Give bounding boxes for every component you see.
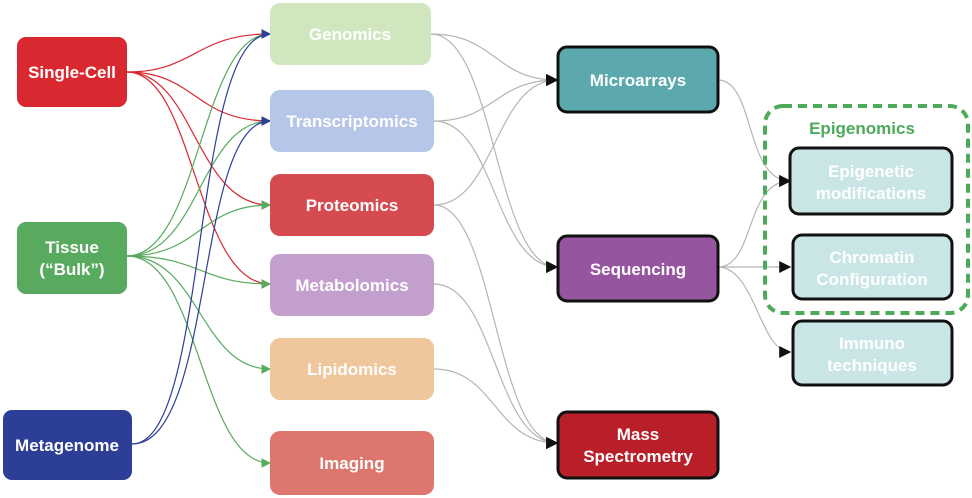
node-immuno-label-line2: techniques (827, 356, 917, 375)
node-metabolomics-label: Metabolomics (295, 276, 408, 295)
node-immuno-techniques: Immuno techniques (791, 319, 954, 387)
node-tissue-label-line2: (“Bulk”) (39, 260, 104, 279)
node-metagenome-label: Metagenome (15, 436, 119, 455)
node-mass-spec-label-line1: Mass (617, 425, 660, 444)
edges-technologies (430, 33, 792, 449)
node-microarrays-label: Microarrays (590, 71, 686, 90)
epigenomics-title: Epigenomics (809, 119, 915, 138)
edge-metagenome-genomics (131, 29, 271, 445)
node-epigenetic-modifications: Epigenetic modifications (788, 146, 954, 216)
node-genomics: Genomics (270, 3, 431, 65)
node-transcriptomics-label: Transcriptomics (286, 112, 417, 131)
node-imaging-label: Imaging (319, 454, 384, 473)
edge-metagenome-transcriptomics (131, 116, 271, 445)
node-metabolomics: Metabolomics (270, 254, 434, 316)
edge-single-cell-genomics (126, 29, 271, 73)
edge-transcriptomics-sequencing (433, 120, 559, 273)
edge-tissue-metabolomics (126, 255, 271, 289)
node-proteomics: Proteomics (270, 174, 434, 236)
edges-metagenome (131, 29, 271, 445)
node-immuno-label-line1: Immuno (839, 334, 905, 353)
edge-sequencing-epigenetic (717, 175, 792, 268)
node-imaging: Imaging (270, 431, 434, 495)
edge-tissue-genomics (126, 29, 271, 257)
node-metagenome: Metagenome (3, 410, 132, 480)
edges-single-cell (126, 29, 271, 289)
node-chromatin-label-line2: Configuration (816, 270, 927, 289)
node-microarrays: Microarrays (556, 45, 720, 114)
edge-metabolomics-mass-spec (433, 283, 559, 449)
node-tissue-label-line1: Tissue (45, 238, 99, 257)
node-single-cell: Single-Cell (17, 37, 127, 107)
node-mass-spectrometry: Mass Spectrometry (556, 410, 720, 480)
edge-single-cell-metabolomics (126, 71, 271, 289)
edge-single-cell-transcriptomics (126, 71, 271, 126)
node-sequencing-label: Sequencing (590, 260, 686, 279)
edge-sequencing-immuno (717, 266, 792, 358)
edge-tissue-imaging (126, 255, 271, 468)
node-lipidomics-label: Lipidomics (307, 360, 397, 379)
edge-microarrays-epigenetic (717, 79, 792, 187)
edge-tissue-proteomics (126, 200, 271, 257)
edge-lipidomics-mass-spec (433, 368, 559, 449)
edge-genomics-microarrays (430, 33, 559, 86)
edge-proteomics-microarrays (433, 74, 559, 206)
edge-tissue-lipidomics (126, 255, 271, 374)
edges-tissue (126, 29, 271, 468)
node-sequencing: Sequencing (556, 234, 720, 303)
epigenomics-group (763, 104, 970, 315)
edge-transcriptomics-microarrays (433, 74, 559, 122)
edge-single-cell-proteomics (126, 71, 271, 210)
node-single-cell-label: Single-Cell (28, 63, 116, 82)
edge-tissue-transcriptomics (126, 116, 271, 257)
node-tissue: Tissue (“Bulk”) (17, 222, 127, 294)
edge-proteomics-mass-spec (433, 204, 559, 449)
edge-genomics-sequencing (430, 33, 559, 273)
node-lipidomics: Lipidomics (270, 338, 434, 400)
node-epigenetic-label-line1: Epigenetic (828, 162, 914, 181)
node-transcriptomics: Transcriptomics (270, 90, 434, 152)
node-genomics-label: Genomics (309, 25, 391, 44)
node-epigenetic-label-line2: modifications (816, 184, 927, 203)
node-chromatin-label-line1: Chromatin (830, 248, 915, 267)
node-proteomics-label: Proteomics (306, 196, 399, 215)
node-mass-spec-label-line2: Spectrometry (583, 447, 693, 466)
node-chromatin-configuration: Chromatin Configuration (791, 233, 954, 301)
